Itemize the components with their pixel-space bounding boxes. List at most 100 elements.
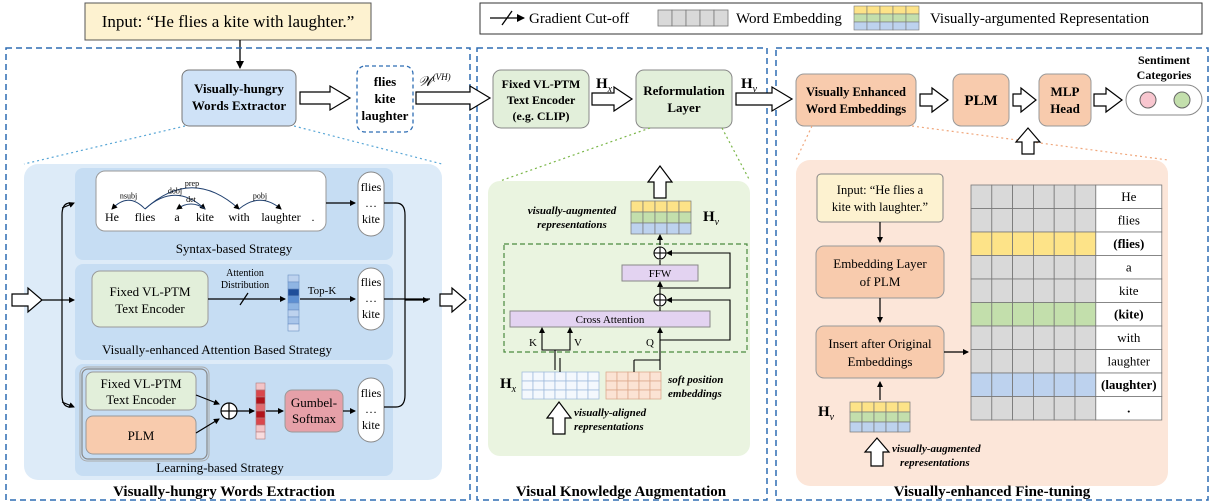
legend-we-cell [657,9,673,27]
table-cell [970,302,993,327]
hx-cell [543,371,556,382]
attention-distribution-bar [287,274,300,332]
word-kite: kite [375,91,396,106]
attention-bar-cell [287,274,300,283]
k-line [539,327,556,370]
extractor-line1: Visually-hungry [194,81,284,96]
aug-grid-right [849,401,911,433]
right-section-title: Visually-enhanced Fine-tuning [894,484,1091,500]
aug-cell [654,211,668,224]
table-cell [1012,302,1034,327]
extractor-box [181,69,297,127]
table-cell [1074,396,1097,421]
aug-cell [873,411,887,423]
learning-out-box [357,377,385,443]
legend-vr-cell [905,13,920,23]
syntax-caption: Syntax-based Strategy [176,241,293,256]
table-cell [1012,255,1034,280]
zoom-line-right-a [795,125,813,161]
vewe-line1: Visually Enhanced [806,85,906,99]
score-bar-cell [255,403,266,412]
sentiment-line2: Categories [1137,68,1192,82]
aug-cell [678,211,692,224]
table-cell [970,396,993,421]
dep-token: a [174,210,180,224]
aug-cell [666,222,680,235]
table-cell [991,184,1013,209]
table-cell [1033,278,1055,303]
word-flies: flies [374,74,396,89]
gumbel-line2: Softmax [292,411,337,426]
emb-layer-box [815,245,945,299]
topk-label: Top-K [308,285,337,297]
attention-encoder-line1: Fixed VL-PTM [109,284,190,299]
table-cell [1053,349,1076,374]
table-cell [1033,349,1055,374]
soft-pos-cell [638,389,651,400]
soft-pos-cell [638,371,651,382]
insert-line1: Insert after Original [828,336,932,351]
score-bar-cell [255,424,266,433]
legend-visual-repr-icon [853,5,920,31]
insert-line2: Embeddings [848,354,913,369]
dep-token: . [312,210,315,224]
hx-cell [565,380,578,391]
aug-cell [678,200,692,213]
hx-cell [565,389,578,400]
vl-encoder-line1: Fixed VL-PTM [502,77,581,91]
learning-group-box-inner [79,366,210,462]
branch-lines-out [384,202,430,408]
attention-bar-cell [287,309,300,318]
table-cell [970,278,993,303]
table-cell [991,325,1013,350]
syntax-sentence-box [95,170,327,232]
mlp-line1: MLP [1051,84,1080,99]
learning-enc-arrow [195,394,220,405]
branch-in-learning [61,401,75,408]
table-cell [970,349,993,374]
legend-frame [479,2,1203,35]
score-bar-cell [255,382,266,391]
attention-bar-cell [287,302,300,311]
aug-cell [861,411,875,423]
sentiment-box [1125,84,1203,116]
table-cell [1074,231,1097,256]
hx-cell [576,371,589,382]
attention-encoder-line2: Text Encoder [115,301,185,316]
hx-cell [565,371,578,382]
k-label: K [529,337,537,349]
ft-input-line1: Input: “He flies a [837,183,924,197]
branch-lines-in [42,202,71,408]
table-cell [970,325,993,350]
plm-label: PLM [964,93,997,109]
legend-we-cell [713,9,729,27]
token-label: with [1117,330,1141,345]
aug-cell [642,211,656,224]
v-label: V [574,337,582,349]
table-cell [1033,372,1055,397]
attention-dist-line1: Attention [226,268,264,279]
aug-cell [873,401,887,413]
q-label: Q [646,337,654,349]
learning-score-bar [255,382,266,440]
hx-cell [554,389,567,400]
soft-pos-cell [649,380,662,391]
token-label: (kite) [1114,307,1144,322]
hx-label-mid: Hx [500,376,517,395]
learning-encoder-box [85,371,197,411]
emb-layer-line2: of PLM [860,274,901,289]
hx-cell [521,371,534,382]
attention-block-frame [503,243,748,353]
table-cell [1012,208,1034,233]
token-label: flies [1118,213,1140,228]
ffw-label: FFW [649,268,672,280]
table-cell [970,184,993,209]
table-cell [1053,208,1076,233]
score-bar-cell [255,417,266,426]
reform-line1: Reformulation [643,83,725,98]
soft-pos-cell [627,371,640,382]
attention-out-2: … [365,291,377,305]
table-cell [1074,208,1097,233]
soft-pos-grid [605,359,662,400]
